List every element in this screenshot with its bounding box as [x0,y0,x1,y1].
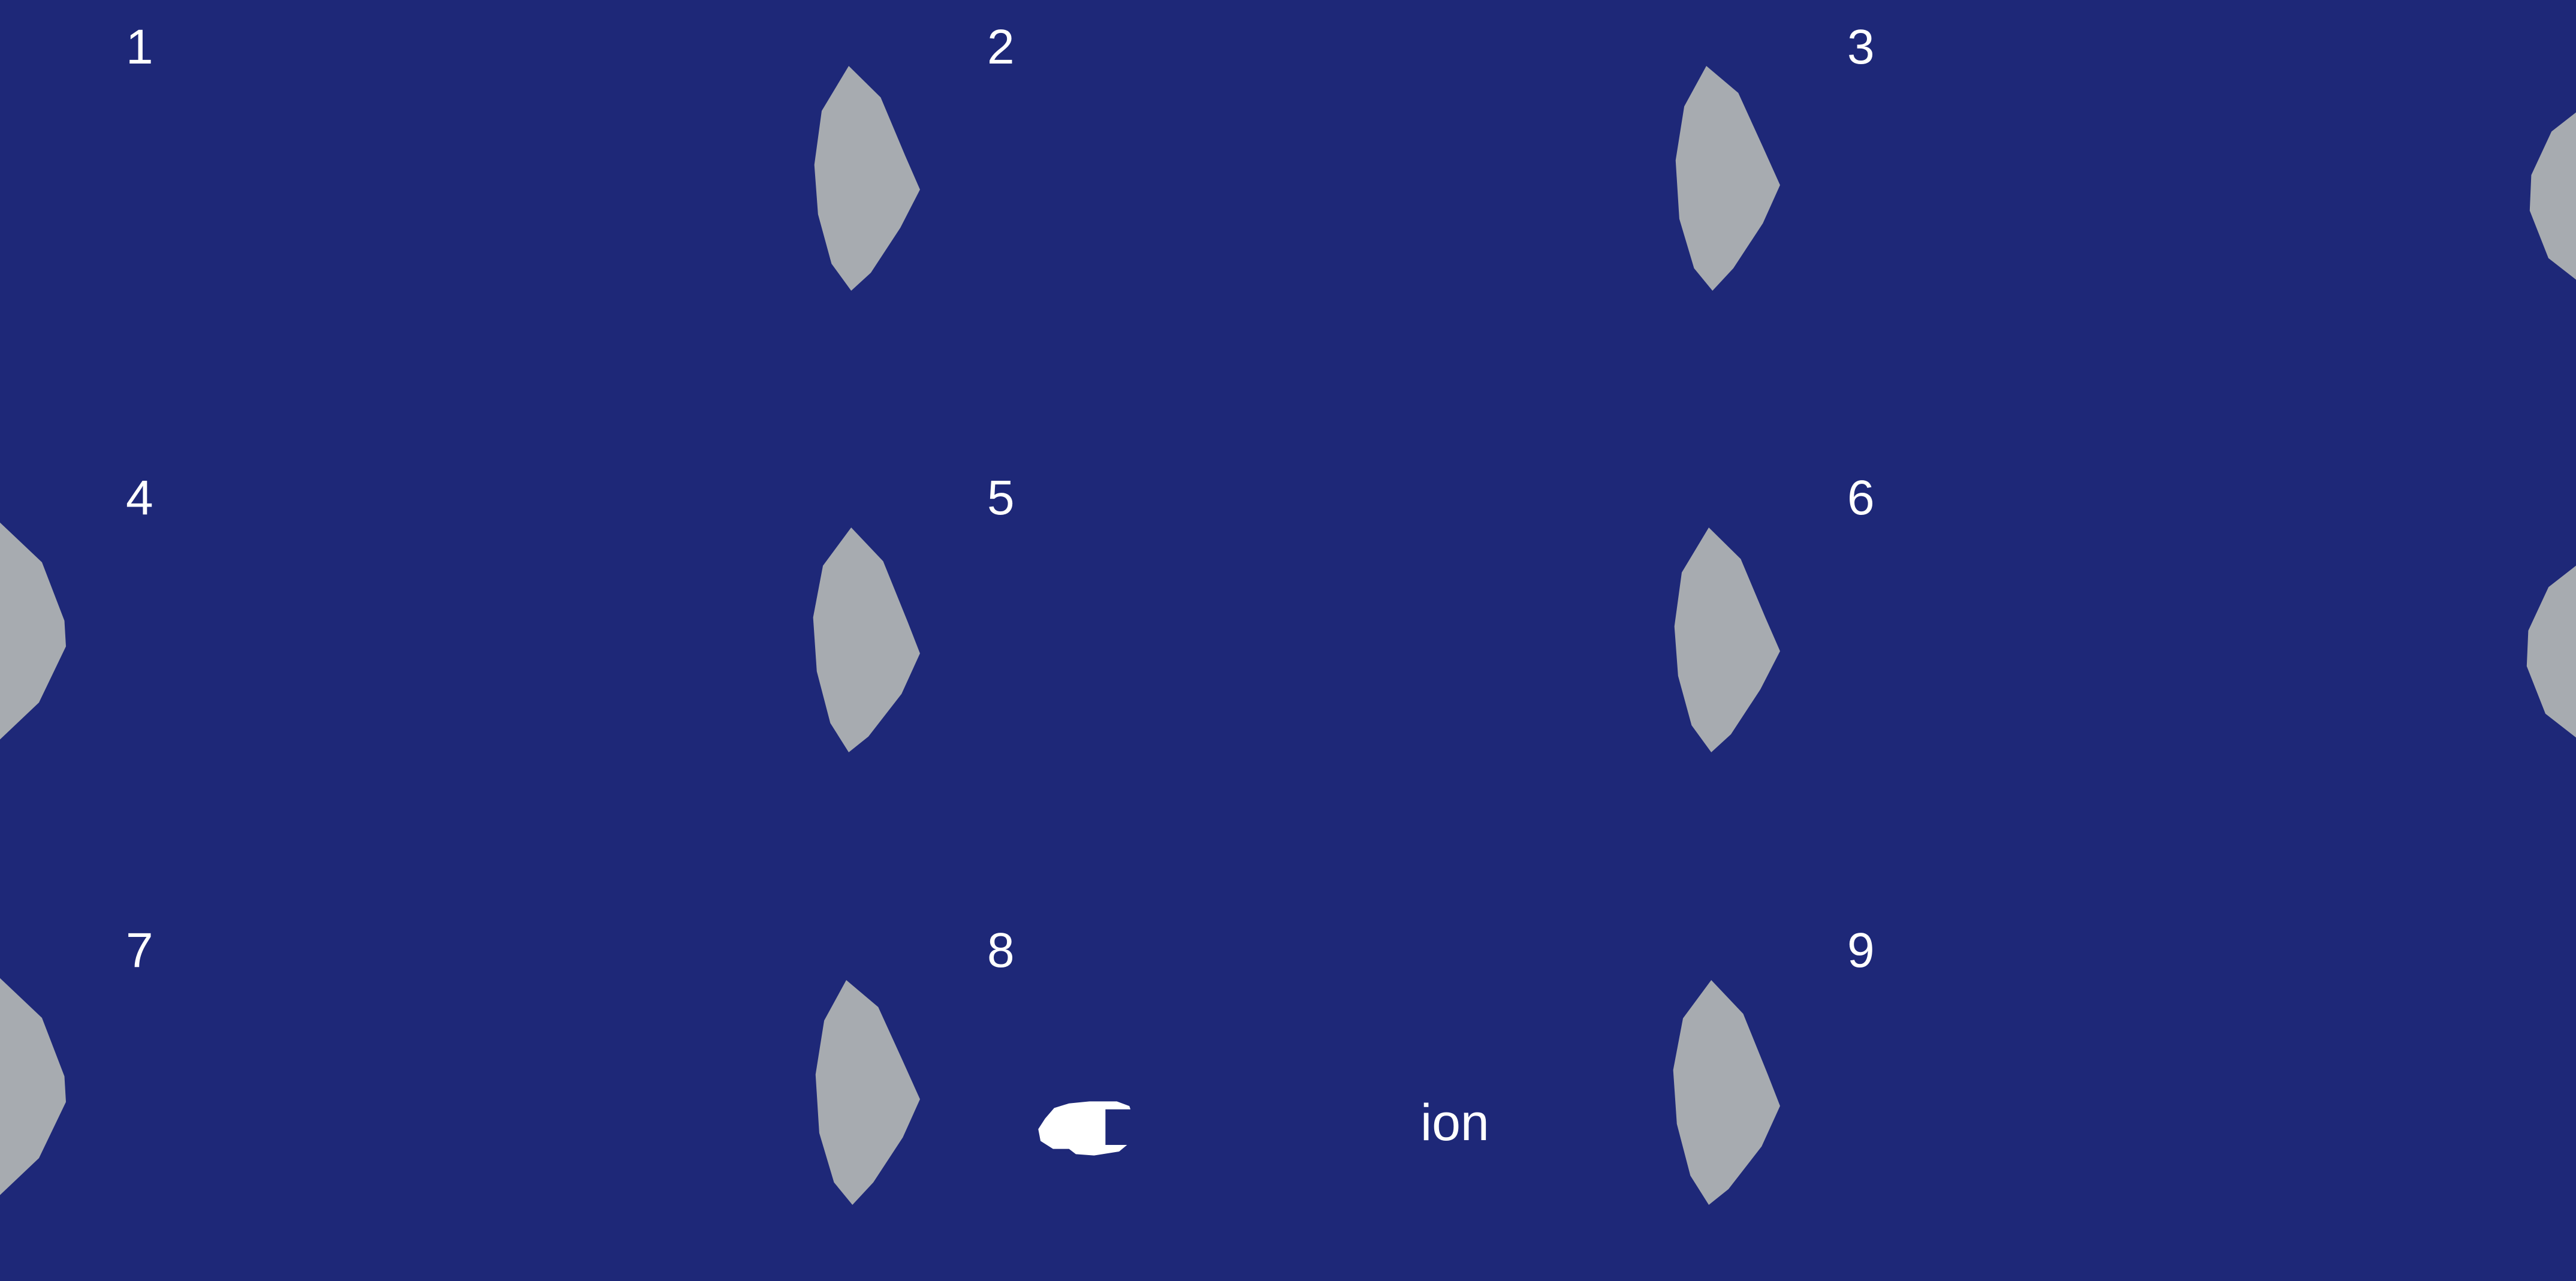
polygon-marker [813,528,920,752]
polygon-marker [0,971,66,1205]
polygon-marker [0,516,66,749]
polygon-marker [815,980,920,1205]
grid-cell-label-7[interactable]: 7 [126,923,153,978]
polygon-marker [1673,980,1780,1205]
polygon-marker [2526,551,2576,749]
grid-cell-label-4[interactable]: 4 [126,471,153,525]
polygon-marker [1674,528,1780,752]
polygon-marker [2529,96,2576,294]
polygon-marker [1675,66,1780,291]
grid-cell-label-1[interactable]: 1 [126,20,153,74]
grid-cell-label-9[interactable]: 9 [1847,923,1875,978]
grid-cell-label-5[interactable]: 5 [987,471,1015,525]
grid-cell-label-6[interactable]: 6 [1847,471,1875,525]
text-fragment: ion [1420,1094,1489,1152]
polygon-marker [814,66,920,291]
grid-cell-label-8[interactable]: 8 [987,923,1015,978]
clipped-glyph-icon [1038,1101,1131,1156]
grid-cell-label-3[interactable]: 3 [1847,20,1875,74]
grid-cell-label-2[interactable]: 2 [987,20,1015,74]
